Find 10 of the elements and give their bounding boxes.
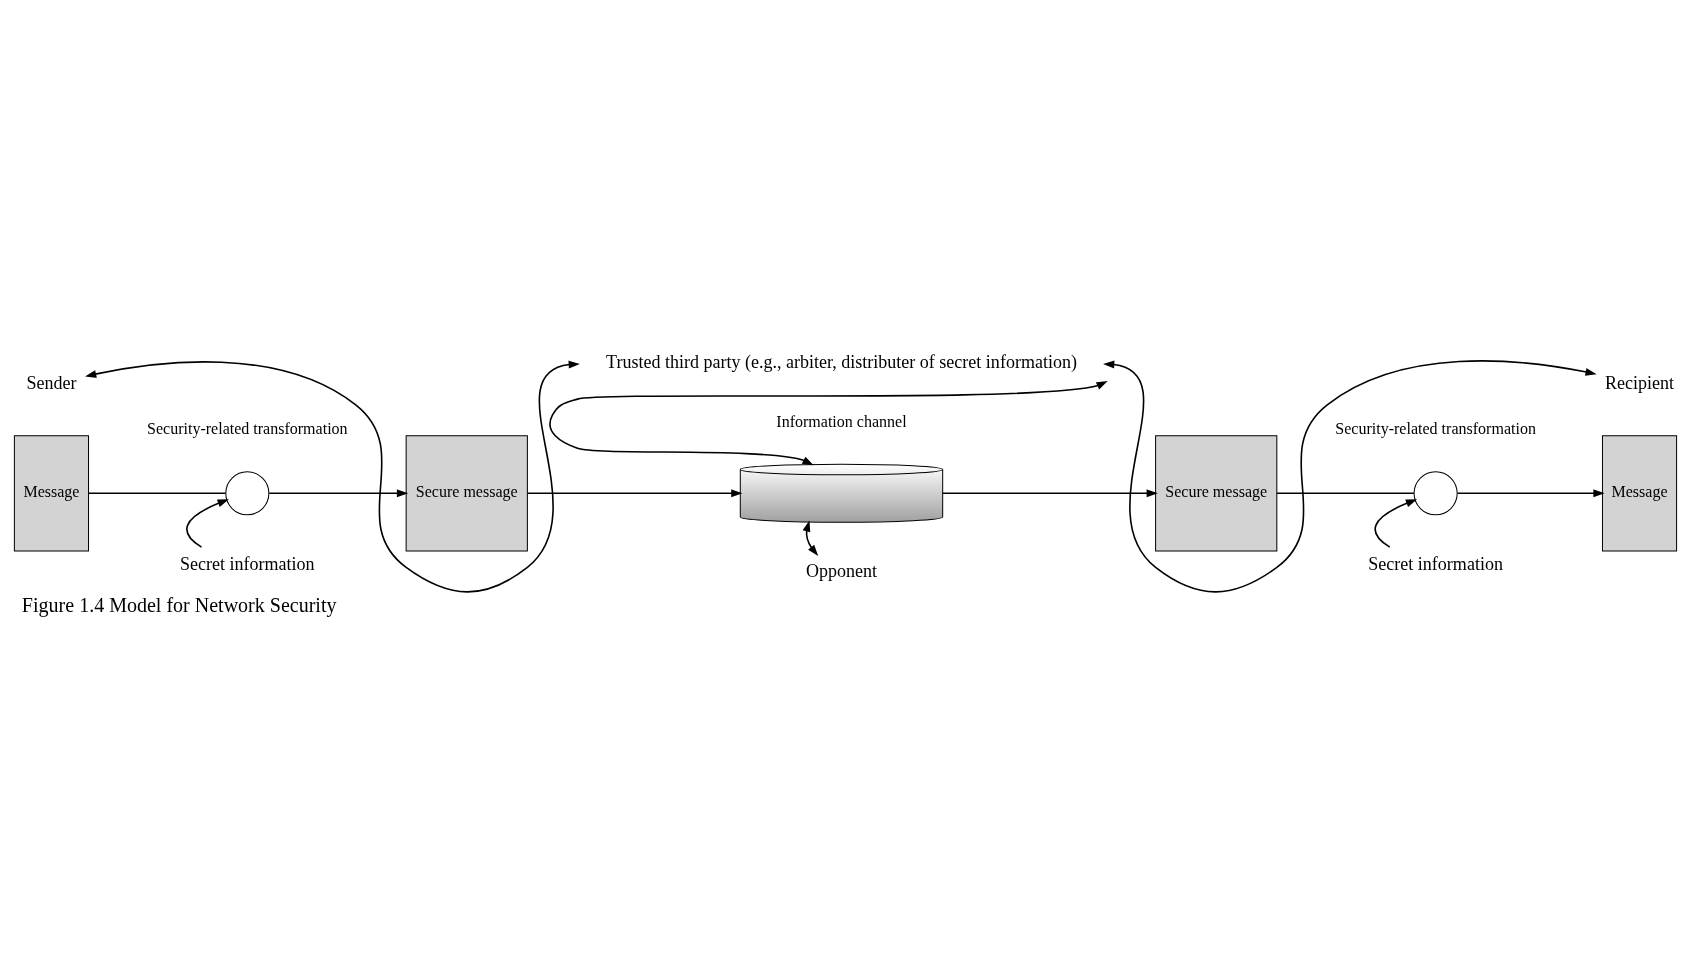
node-text: Recipient — [1605, 373, 1675, 394]
node-text: Trusted third party (e.g., arbiter, distributer of secret information) — [606, 352, 1077, 373]
caption: Figure 1.4 Model for Network Security — [21, 593, 337, 616]
node-text: Secret information — [1368, 553, 1503, 574]
node-text: Opponent — [805, 560, 878, 581]
node-label: Security-related transformation — [147, 419, 348, 437]
node-label: Security-related transformation — [1335, 419, 1536, 437]
node-text: Sender — [26, 373, 77, 394]
node-text: Secret information — [180, 553, 315, 574]
node-label: Information channel — [776, 412, 907, 430]
